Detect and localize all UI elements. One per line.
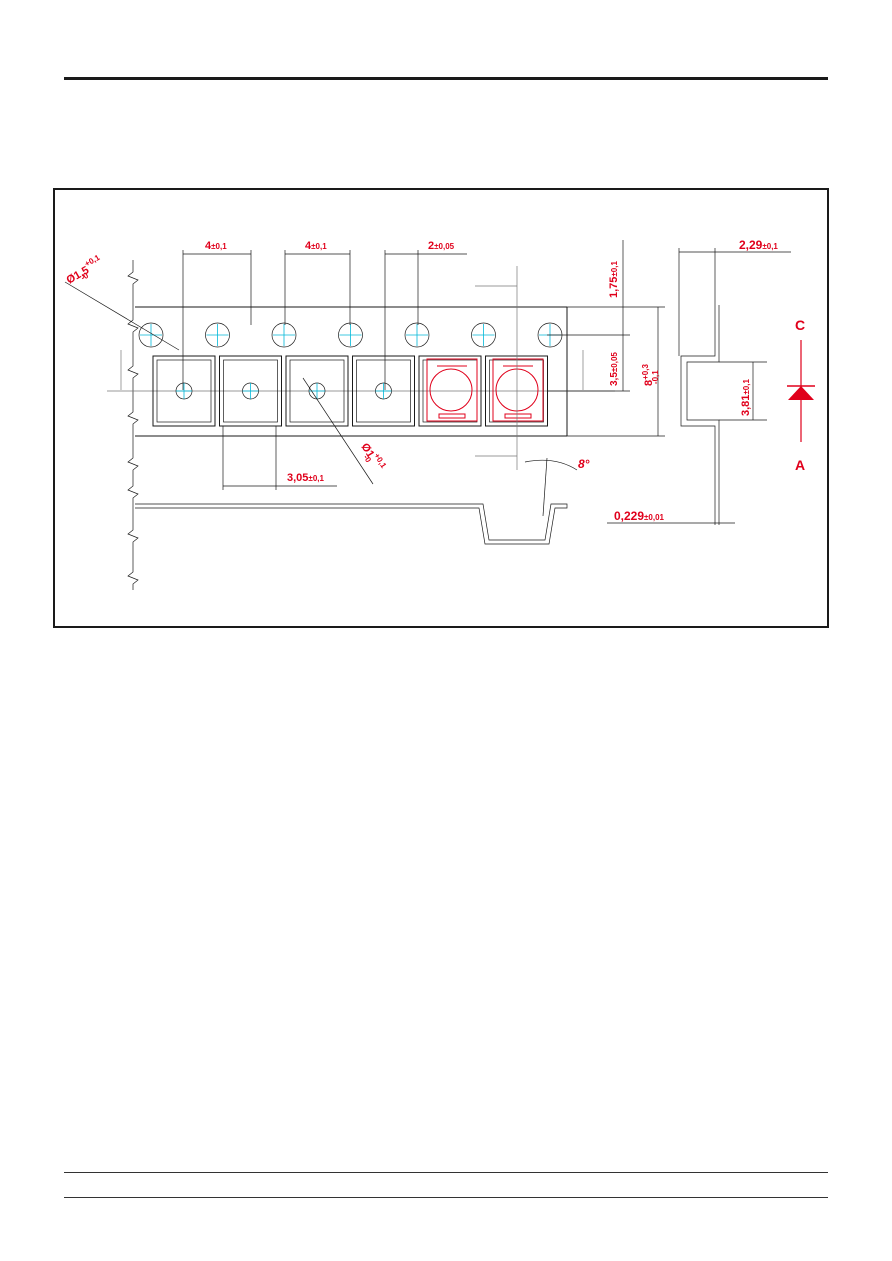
angle-dimension: 8°	[578, 457, 590, 471]
pocket-width-dimension: 3,05±0,1	[287, 472, 324, 484]
tape-drawing-frame: 4±0,1 4±0,1 2±0,05 Ø1,5+0,1-0 Ø1+0,1-0 3…	[53, 188, 829, 628]
sprocket-dia-dimension: Ø1,5+0,1-0	[63, 253, 107, 290]
pitch-dimension: 4±0,1	[305, 240, 327, 252]
pocket-inner	[223, 359, 278, 423]
anode-label: A	[795, 457, 805, 473]
pocket-length-dimension: 3,81±0,1	[740, 379, 752, 416]
tape-width-dimension: 8+0,3-0,1	[641, 364, 660, 386]
leader-line	[302, 377, 374, 485]
pocket-inner	[356, 359, 411, 423]
pocket-outer	[152, 355, 216, 427]
diode-symbol	[787, 340, 815, 442]
tape-cross-section	[680, 305, 716, 525]
depth-dimension: 2,29±0,1	[739, 238, 778, 252]
tape-drawing: 4±0,1 4±0,1 2±0,05 Ø1,5+0,1-0 Ø1+0,1-0 3…	[63, 238, 815, 590]
pocket-inner	[289, 359, 345, 423]
tape-cross-section	[686, 305, 720, 525]
sprocket-hole	[338, 322, 363, 348]
sprocket-hole	[404, 322, 430, 348]
thickness-dimension: 0,229±0,01	[614, 509, 665, 523]
carrier-profile	[135, 503, 568, 545]
center-dimension: 3,5±0,05	[609, 352, 620, 386]
leader-line	[64, 281, 180, 351]
edge-dimension: 1,75±0,1	[608, 261, 620, 298]
sprocket-holes	[138, 322, 563, 348]
pocket-hole-dimension: Ø1+0,1-0	[356, 439, 389, 475]
pocket-inner	[156, 359, 212, 423]
break-line	[127, 260, 139, 590]
pitch-dimension: 4±0,1	[205, 240, 227, 252]
hole-offset-dimension: 2±0,05	[428, 240, 455, 252]
sprocket-hole	[138, 322, 164, 348]
footer-rule	[64, 1172, 828, 1173]
pocket-outer	[285, 355, 349, 427]
header-rule	[64, 77, 828, 80]
led-component	[492, 358, 544, 422]
led-component	[426, 358, 478, 422]
pocket-outer	[418, 355, 482, 427]
pocket-outer	[352, 355, 415, 427]
pockets	[152, 355, 548, 427]
footer-rule	[64, 1197, 828, 1198]
sprocket-hole	[205, 322, 230, 348]
sprocket-hole	[471, 322, 496, 348]
cathode-label: C	[795, 317, 805, 333]
sprocket-hole	[271, 322, 297, 348]
pocket-outer	[219, 355, 282, 427]
